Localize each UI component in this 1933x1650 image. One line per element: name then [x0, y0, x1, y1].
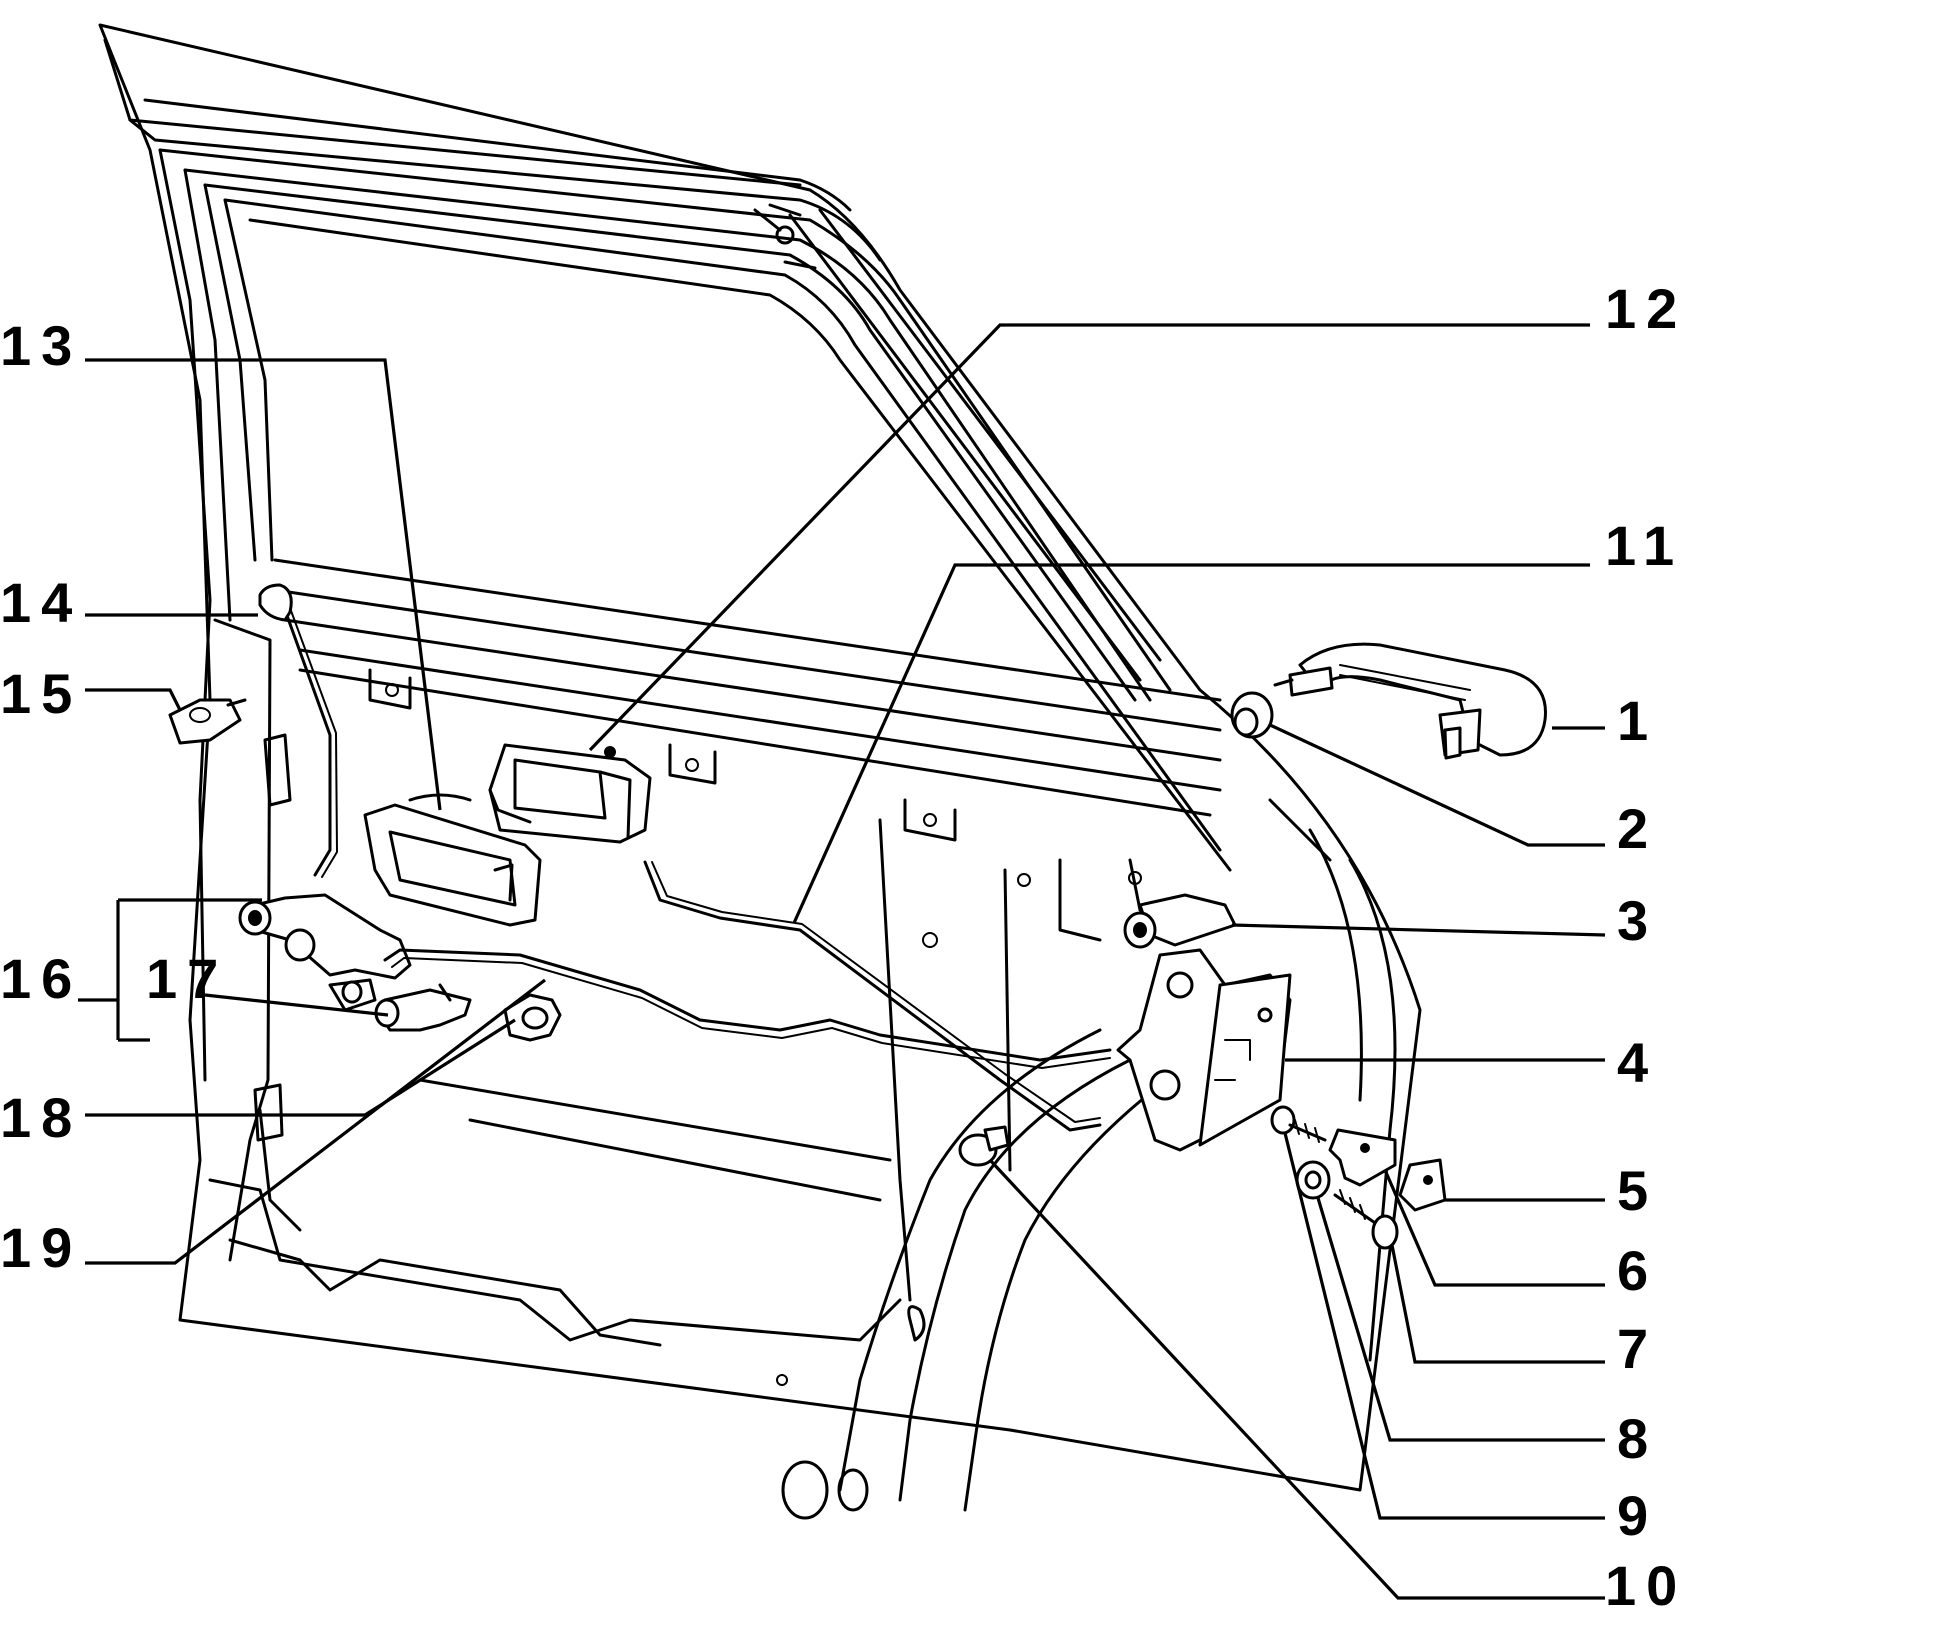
callout-12: 12: [1605, 277, 1687, 340]
callout-2: 2: [1617, 797, 1658, 860]
leader-6: [1383, 1169, 1605, 1287]
part-9-bolt: [1270, 1105, 1327, 1143]
leader-18: [85, 1018, 516, 1117]
callout-9: 9: [1617, 1484, 1658, 1547]
callout-16: 16: [0, 947, 82, 1010]
callout-3: 3: [1617, 889, 1658, 952]
callout-8: 8: [1617, 1407, 1658, 1470]
part-16-lock-actuator: [238, 893, 412, 1012]
part-15-clip: [168, 698, 247, 745]
callout-13: 13: [0, 314, 82, 377]
leader-8: [1316, 1197, 1605, 1442]
part-1-outside-handle: [1273, 642, 1547, 760]
part-5-plate: [1398, 1158, 1447, 1212]
part-11-rod: [643, 860, 1102, 1132]
leader-15: [85, 688, 182, 711]
callout-6: 6: [1617, 1239, 1658, 1302]
callout-14: 14: [0, 571, 82, 634]
callout-1: 1: [1617, 689, 1658, 752]
part-6-striker: [1328, 1128, 1397, 1187]
leader-2: [1269, 723, 1605, 847]
leader-19: [85, 978, 546, 1265]
callout-10: 10: [1605, 1554, 1687, 1617]
leader-17: [204, 993, 389, 1017]
door-shell: [98, 23, 1422, 1520]
callout-15: 15: [0, 662, 82, 725]
callout-18: 18: [0, 1086, 82, 1149]
leader-13: [85, 358, 442, 811]
callout-19: 19: [0, 1216, 82, 1279]
callout-5: 5: [1617, 1159, 1658, 1222]
part-18-rod: [383, 948, 1112, 1069]
callout-11: 11: [1605, 514, 1684, 577]
callout-17: 17: [146, 947, 228, 1010]
part-12-inside-handle: [488, 743, 652, 844]
leader-9: [1283, 1132, 1605, 1520]
part-3-lock-cylinder: [1123, 893, 1237, 949]
leader-10: [988, 1158, 1605, 1600]
callout-labels: 1 2 3 4 5 6 7 8 9 10 11 12 13 14 15 16 1…: [0, 277, 1687, 1617]
part-10-plug: [958, 1125, 1010, 1167]
part-13-escutcheon: [363, 793, 542, 927]
leader-16-bracket: [78, 898, 262, 1042]
leader-lines: [78, 323, 1606, 1600]
part-2-grommet: [1230, 691, 1274, 739]
part-19-rod-clip: [503, 993, 562, 1042]
part-14-lock-knob-rod: [258, 583, 338, 878]
callout-4: 4: [1617, 1031, 1658, 1094]
leader-3: [1231, 923, 1606, 937]
leader-7: [1390, 1244, 1605, 1364]
part-4-door-latch: [1116, 948, 1292, 1152]
part-7-screw: [1333, 1189, 1399, 1250]
leader-11: [792, 563, 1590, 924]
part-8-washer: [1295, 1160, 1331, 1200]
leader-12: [588, 323, 1590, 752]
callout-7: 7: [1617, 1317, 1658, 1380]
part-17-link: [374, 983, 472, 1032]
